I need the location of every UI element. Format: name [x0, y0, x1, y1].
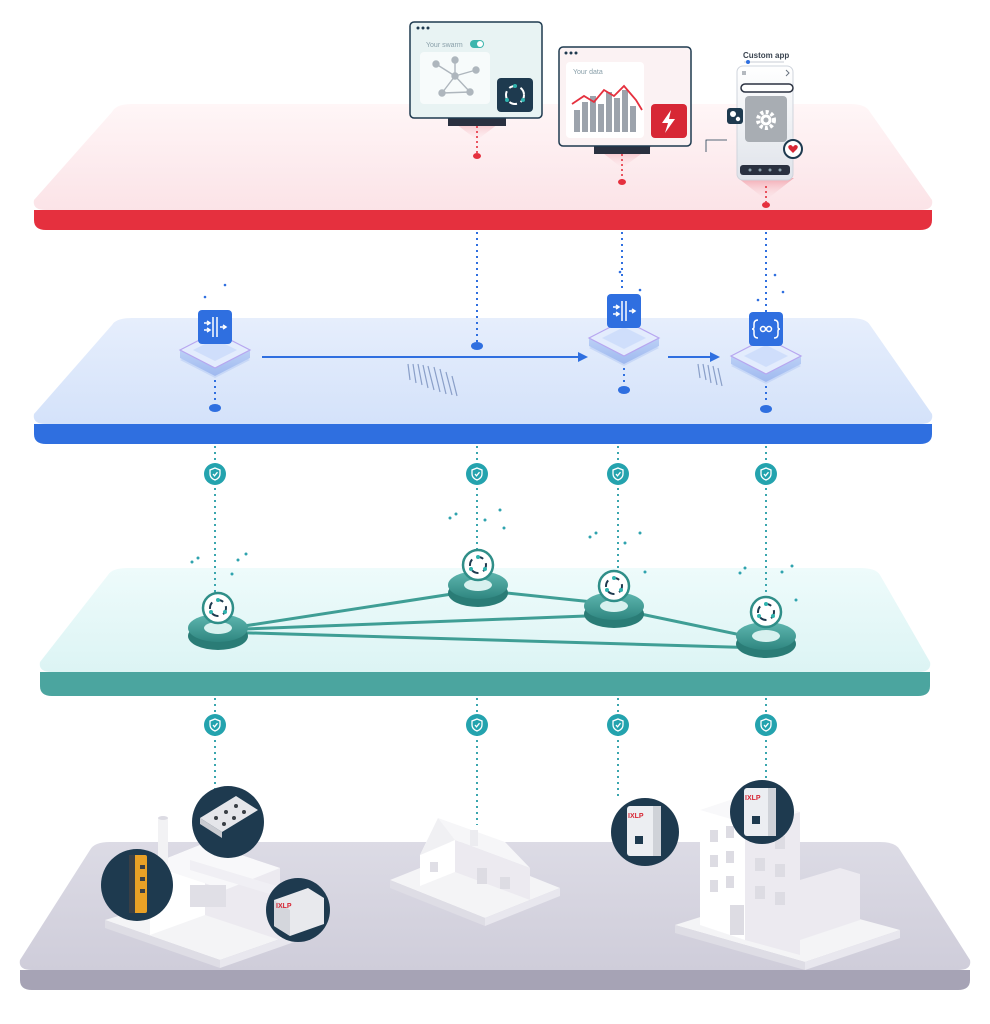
swarm-logo-icon [461, 548, 495, 582]
data-window[interactable]: Your data [558, 46, 692, 185]
function-icon [751, 319, 781, 339]
security-shields [204, 463, 777, 736]
lightning-icon [662, 110, 675, 133]
custom-app-window[interactable]: Custom app [705, 51, 803, 208]
application-layer-edge [34, 210, 932, 230]
cogs-icon [730, 111, 741, 122]
swarm-logo-icon [201, 591, 235, 625]
factory-gateway-badge: IXLP [266, 878, 330, 942]
gear-icon [756, 110, 776, 130]
app-to-data-connectors [476, 232, 767, 345]
data-module-2[interactable] [587, 294, 661, 394]
data-window-title: Your data [573, 69, 603, 76]
device-brand-text-3: IXLP [745, 795, 761, 802]
shield-check-icon [204, 714, 226, 736]
swarm-node-4[interactable] [736, 595, 796, 658]
data-module-1[interactable] [178, 310, 252, 412]
swarm-window-title: Your swarm [426, 42, 463, 49]
swarm-logo-icon [597, 569, 631, 603]
shield-check-icon [607, 463, 629, 485]
filter-icon [204, 317, 228, 337]
house-building [390, 818, 560, 926]
particles [203, 270, 785, 302]
shield-check-icon [755, 463, 777, 485]
heart-icon [783, 139, 803, 159]
swarm-particles [190, 508, 798, 602]
network-graph-icon [432, 56, 480, 97]
shield-check-icon [204, 463, 226, 485]
data-flow-arrows [262, 352, 723, 397]
swarm-node-1[interactable] [188, 591, 248, 650]
filter-icon [613, 301, 637, 321]
swarm-window[interactable]: Your swarm [409, 21, 543, 159]
factory-building: IXLP [101, 786, 330, 968]
anchor-dot [471, 342, 483, 350]
swarm-node-3[interactable] [584, 569, 644, 628]
office-building: IXLP [675, 780, 900, 970]
data-layer-edge [34, 424, 932, 444]
swarm-logo-icon [749, 595, 783, 629]
data-layer-plane [33, 318, 933, 424]
custom-app-title: Custom app [743, 51, 789, 60]
device-brand-text: IXLP [276, 903, 292, 910]
shield-check-icon [607, 714, 629, 736]
standalone-device-badge: IXLP [611, 798, 679, 866]
swarm-node-2[interactable] [448, 548, 508, 607]
shield-check-icon [755, 714, 777, 736]
swarm-to-devices-connectors [214, 698, 767, 825]
device-brand-text-2: IXLP [628, 813, 644, 820]
factory-io-badge [192, 786, 264, 858]
trend-line [571, 84, 643, 111]
factory-device-badge [101, 849, 173, 921]
swarm-layer-edge [40, 672, 930, 696]
application-layer-plane [33, 104, 933, 210]
shield-check-icon [466, 463, 488, 485]
application-layer [33, 104, 933, 230]
bar-chart-graphic [574, 90, 636, 132]
search-bar[interactable] [740, 83, 794, 93]
office-device-badge: IXLP [730, 780, 794, 844]
shield-check-icon [466, 714, 488, 736]
data-layer [33, 318, 933, 444]
swarm-logo-icon [505, 84, 525, 105]
data-module-3[interactable] [729, 312, 803, 413]
devices-layer-edge [20, 970, 970, 990]
